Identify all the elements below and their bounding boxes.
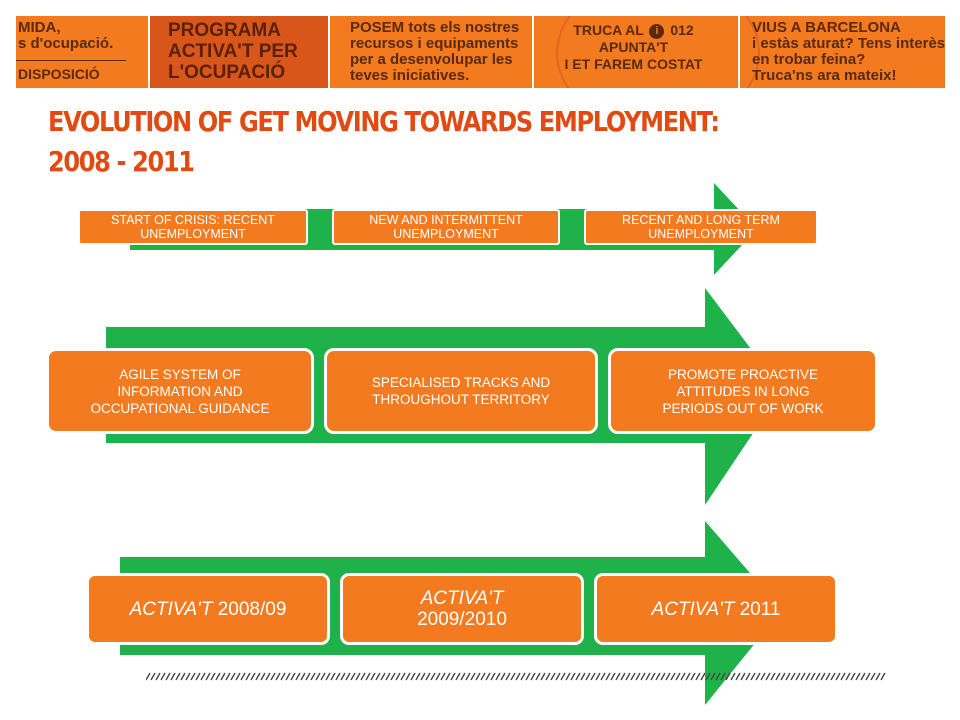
banner-cell-posem: POSEM tots els nostres recursos i equipa…	[338, 16, 528, 88]
banner-text: s d'ocupació.	[18, 35, 114, 52]
edition-box-2008: ACTIVA'T 2008/09	[86, 573, 330, 645]
banner-cell-1: MIDA, s d'ocupació. DISPOSICIÓ	[16, 16, 148, 88]
box-text: THROUGHOUT TERRITORY	[372, 392, 550, 407]
measure-box-guidance: AGILE SYSTEM OF INFORMATION AND OCCUPATI…	[46, 348, 314, 434]
banner-text: I ET FAREM COSTAT	[564, 56, 703, 72]
banner-text: ACTIVA'T PER	[168, 41, 298, 62]
banner-rule	[16, 60, 126, 61]
banner-cell-vius: VIUS A BARCELONA i estàs aturat? Tens in…	[742, 16, 945, 88]
banner-divider	[738, 16, 740, 88]
header-banner: MIDA, s d'ocupació. DISPOSICIÓ PROGRAMA …	[16, 16, 945, 88]
box-text: SPECIALISED TRACKS AND	[371, 375, 551, 390]
box-text: PERIODS OUT OF WORK	[662, 400, 824, 416]
box-text-italic: ACTIVA'T	[129, 598, 213, 620]
box-text: 2011	[734, 598, 781, 620]
banner-text: per a desenvolupar les	[350, 51, 513, 68]
banner-divider	[148, 16, 150, 88]
edition-box-2011: ACTIVA'T 2011	[594, 573, 838, 645]
phase-box-crisis-start: START OF CRISIS: RECENT UNEMPLOYMENT	[78, 209, 308, 245]
banner-text: en trobar feina?	[752, 51, 866, 68]
phase-box-intermittent: NEW AND INTERMITTENT UNEMPLOYMENT	[332, 209, 560, 245]
info-icon: i	[649, 23, 665, 39]
box-text: 2009/2010	[417, 609, 507, 630]
box-text: AGILE SYSTEM OF	[119, 366, 241, 382]
banner-text: VIUS A BARCELONA	[752, 19, 901, 36]
box-text: OCCUPATIONAL GUIDANCE	[90, 400, 270, 416]
box-text-italic: ACTIVA'T	[420, 588, 504, 609]
banner-text: POSEM tots els nostres	[350, 19, 520, 36]
phase-box-long-term: RECENT AND LONG TERM UNEMPLOYMENT	[584, 209, 818, 245]
box-text: RECENT AND LONG TERM	[622, 213, 780, 227]
banner-text: i estàs aturat? Tens interès	[752, 35, 945, 52]
box-text: ATTITUDES IN LONG	[676, 383, 810, 399]
banner-cell-truca: TRUCA AL i 012 APUNTA'T I ET FAREM COSTA…	[536, 16, 731, 88]
banner-text: APUNTA'T	[598, 39, 669, 55]
banner-cell-programa: PROGRAMA ACTIVA'T PER L'OCUPACIÓ	[150, 16, 328, 88]
box-text: PROMOTE PROACTIVE	[667, 366, 818, 382]
box-text: UNEMPLOYMENT	[140, 227, 246, 241]
title-line-2: 2008 - 2011	[48, 145, 195, 178]
banner-text: teves iniciatives.	[350, 67, 470, 84]
box-text: INFORMATION AND	[117, 383, 243, 399]
banner-text: TRUCA AL	[573, 22, 644, 38]
banner-text: DISPOSICIÓ	[18, 66, 100, 82]
banner-text: Truca'ns ara mateix!	[752, 67, 897, 84]
measure-box-proactive: PROMOTE PROACTIVE ATTITUDES IN LONG PERI…	[608, 348, 878, 434]
banner-divider	[532, 16, 534, 88]
page-title: EVOLUTION OF GET MOVING TOWARDS EMPLOYME…	[48, 102, 788, 182]
box-text: NEW AND INTERMITTENT	[369, 213, 523, 227]
box-text: 2008/09	[212, 598, 287, 620]
box-text-italic: ACTIVA'T	[651, 598, 735, 620]
banner-text: PROGRAMA	[168, 20, 281, 41]
box-text: UNEMPLOYMENT	[648, 227, 754, 241]
banner-text: L'OCUPACIÓ	[168, 62, 286, 83]
measure-box-tracks: SPECIALISED TRACKS AND THROUGHOUT TERRIT…	[324, 348, 598, 434]
title-line-1: EVOLUTION OF GET MOVING TOWARDS EMPLOYME…	[48, 105, 720, 138]
banner-text: MIDA,	[18, 19, 61, 36]
box-text: START OF CRISIS: RECENT	[111, 213, 275, 227]
banner-decoration	[556, 16, 760, 88]
hatch-divider	[146, 672, 886, 681]
banner-text: 012	[670, 22, 694, 38]
banner-divider	[328, 16, 330, 88]
box-text: UNEMPLOYMENT	[393, 227, 499, 241]
edition-box-2009: ACTIVA'T 2009/2010	[340, 573, 584, 645]
banner-text: recursos i equipaments	[350, 35, 519, 52]
